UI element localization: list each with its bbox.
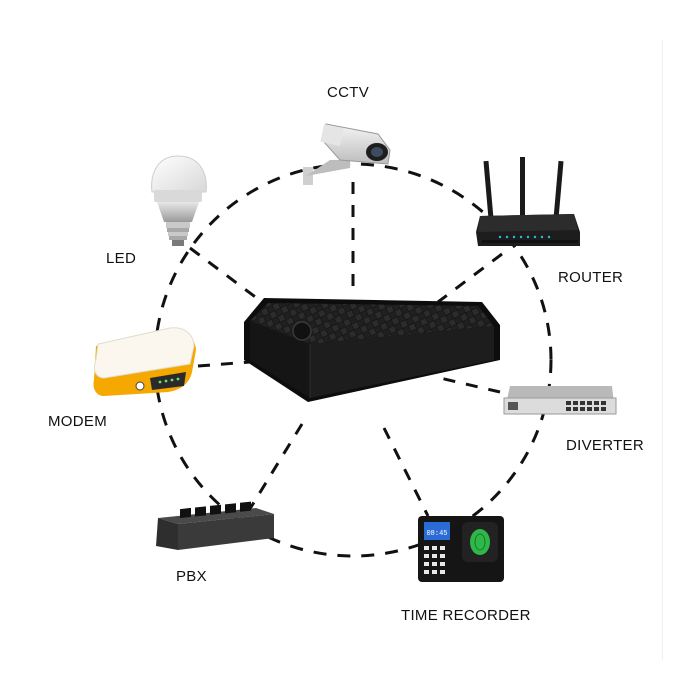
page-edge-divider xyxy=(662,40,663,660)
power-button-icon xyxy=(292,321,312,341)
connection-spokes xyxy=(189,182,503,517)
network-switch-icon xyxy=(156,501,274,550)
device-label-diverter: DIVERTER xyxy=(566,437,644,454)
spoke-diverter xyxy=(439,376,501,394)
spoke-modem xyxy=(197,360,251,368)
cctv-camera-icon xyxy=(303,123,391,185)
connection-ring xyxy=(153,162,553,558)
device-label-led: LED xyxy=(106,250,137,267)
device-label-modem: MODEM xyxy=(48,413,107,430)
led-bulb-icon xyxy=(151,155,207,246)
device-label-cctv: CCTV xyxy=(327,84,370,101)
ups-hub-device xyxy=(244,298,500,402)
device-label-router: ROUTER xyxy=(558,269,624,286)
spoke-led xyxy=(189,246,263,304)
recorder-screen-time: 08:45 xyxy=(426,530,447,538)
spoke-router xyxy=(437,252,503,304)
modem-icon xyxy=(93,327,196,396)
device-label-time-recorder: TIME RECORDER xyxy=(401,607,531,624)
spoke-time-recorder xyxy=(382,427,430,517)
fingerprint-time-recorder-icon: 08:45 xyxy=(418,516,504,582)
spoke-pbx xyxy=(246,423,304,513)
device-label-pbx: PBX xyxy=(176,568,207,585)
diverter-icon xyxy=(503,386,617,415)
wifi-router-icon xyxy=(476,157,580,246)
